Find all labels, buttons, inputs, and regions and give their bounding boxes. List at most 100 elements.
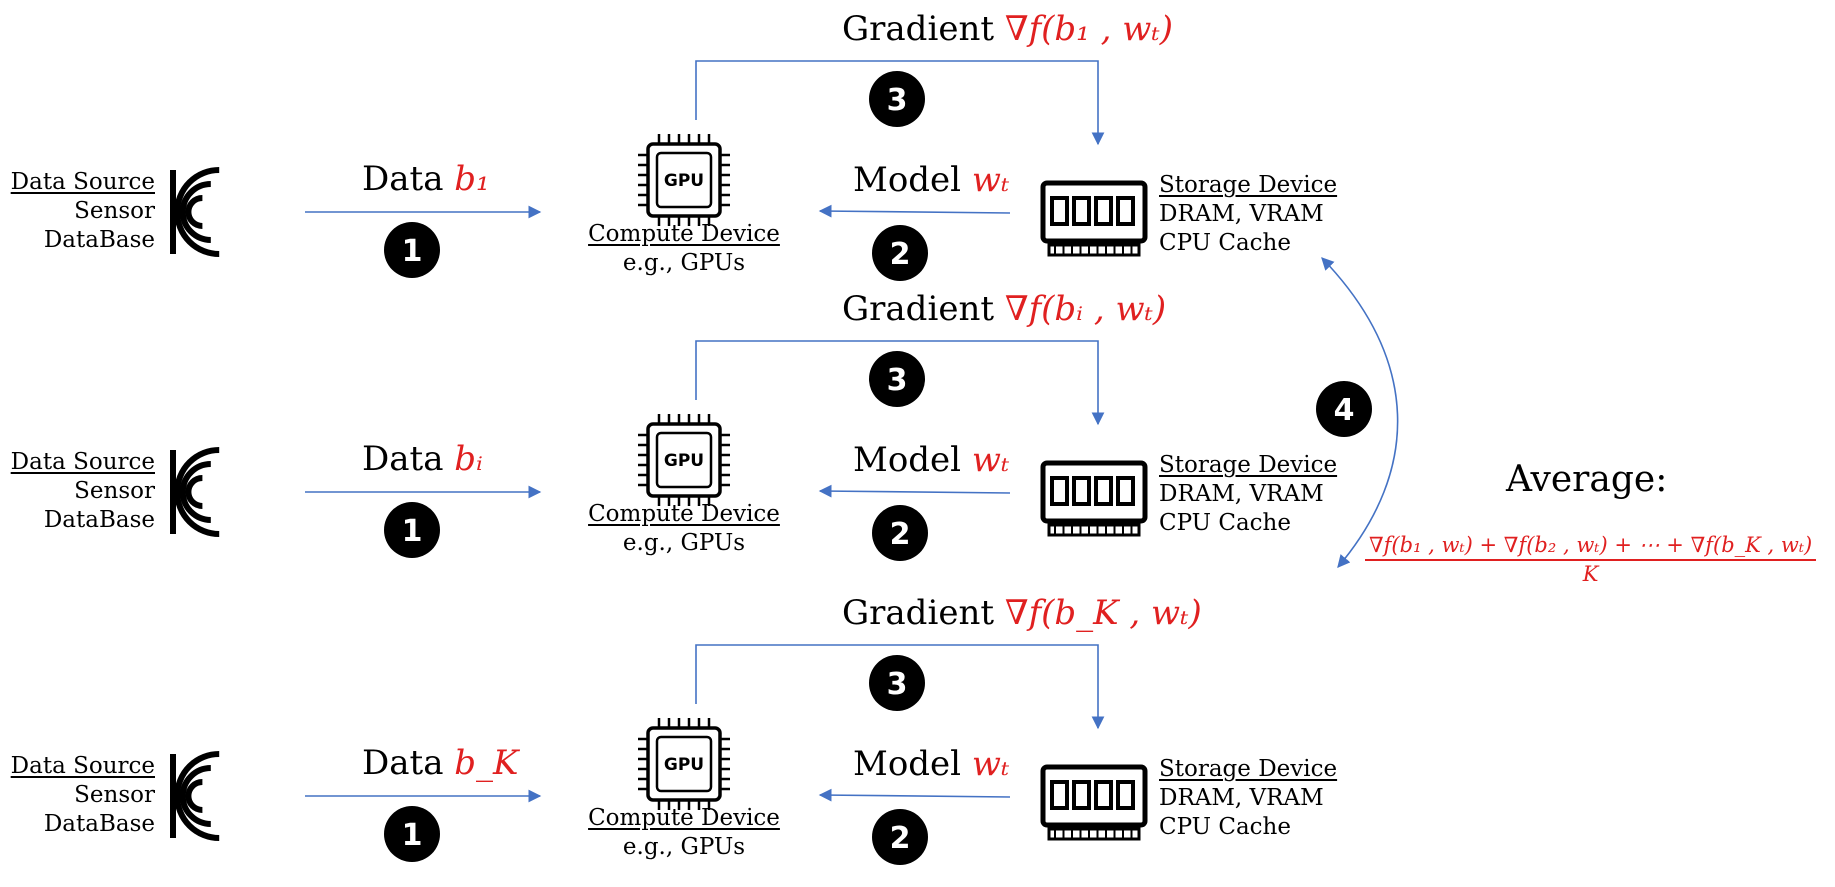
gradient-arrow: [695, 644, 1105, 730]
model-label: Model: [853, 160, 962, 200]
average-formula: ∇f(b₁ , wₜ) + ∇f(b₂ , wₜ) + ⋯ + ∇f(b_K ,…: [1365, 535, 1817, 586]
gpu-chip-text: GPU: [664, 171, 704, 191]
compute-device-label: Compute Device e.g., GPUs: [574, 220, 794, 278]
step-badge-3-number: 3: [887, 667, 908, 702]
gpu-chip-icon: GPU: [638, 134, 730, 226]
data-source-title: Data Source: [10, 753, 155, 779]
gradient-arrow: [695, 60, 1105, 146]
storage-device-type: DRAM, VRAM: [1159, 201, 1324, 227]
model-flow-label: Model wₜ: [853, 747, 1009, 781]
compute-device-subtitle: e.g., GPUs: [622, 834, 746, 860]
formula-denominator: K: [1582, 562, 1599, 586]
storage-device-type: CPU Cache: [1159, 510, 1291, 536]
data-label: Data: [362, 439, 444, 479]
step-badge-1: 1: [384, 806, 440, 862]
ram-module-icon: [1040, 764, 1148, 841]
data-label: Data: [362, 743, 444, 783]
model-arrow: [818, 788, 1011, 802]
data-flow-label: Data bᵢ: [362, 442, 483, 476]
step-badge-4: 4: [1316, 381, 1372, 437]
data-source-type: Sensor: [74, 478, 155, 504]
wireless-signal-icon: [170, 751, 220, 841]
storage-device-type: CPU Cache: [1159, 230, 1291, 256]
storage-device-title: Storage Device: [1159, 756, 1338, 782]
data-source-type: Sensor: [74, 198, 155, 224]
compute-device-subtitle: e.g., GPUs: [622, 250, 746, 276]
model-arrow: [818, 484, 1011, 498]
step-badge-2: 2: [872, 809, 928, 865]
data-label: Data: [362, 159, 444, 199]
gradient-label: Gradient: [842, 9, 995, 49]
ram-module-icon: [1040, 180, 1148, 257]
model-variable: wₜ: [971, 160, 1010, 200]
step-badge-3: 3: [869, 71, 925, 127]
compute-device-title: Compute Device: [588, 805, 780, 831]
step-badge-1-number: 1: [402, 234, 423, 269]
gradient-expression: ∇f(bᵢ , wₜ): [1004, 289, 1167, 329]
aggregation-arrow: [1321, 257, 1399, 568]
gradient-expression: ∇f(b₁ , wₜ): [1004, 9, 1173, 49]
storage-device-type: CPU Cache: [1159, 814, 1291, 840]
gradient-expression: ∇f(b_K , wₜ): [1004, 593, 1202, 633]
wireless-signal-icon: [170, 167, 220, 257]
data-source-type: DataBase: [43, 227, 155, 253]
compute-device-title: Compute Device: [588, 501, 780, 527]
step-badge-3: 3: [869, 655, 925, 711]
data-variable: b_K: [454, 743, 519, 783]
gradient-flow-label: Gradient ∇f(b₁ , wₜ): [842, 12, 1173, 46]
average-title: Average:: [1506, 459, 1668, 500]
data-source-type: DataBase: [43, 811, 155, 837]
step-badge-1: 1: [384, 222, 440, 278]
storage-device-title: Storage Device: [1159, 172, 1338, 198]
spacer: [443, 743, 454, 783]
gradient-arrow: [695, 340, 1105, 426]
spacer: [443, 439, 454, 479]
spacer: [961, 744, 972, 784]
wireless-signal-icon: [170, 447, 220, 537]
model-arrow: [818, 204, 1011, 218]
step-badge-2-number: 2: [890, 517, 911, 552]
step-badge-2-number: 2: [890, 821, 911, 856]
step-badge-2-number: 2: [890, 237, 911, 272]
model-label: Model: [853, 744, 962, 784]
data-source-type: Sensor: [74, 782, 155, 808]
storage-device-type: DRAM, VRAM: [1159, 481, 1324, 507]
spacer: [994, 593, 1005, 633]
model-flow-label: Model wₜ: [853, 163, 1009, 197]
data-flow-label: Data b_K: [362, 746, 518, 780]
gpu-chip-text: GPU: [664, 451, 704, 471]
step-badge-3-number: 3: [887, 363, 908, 398]
gradient-flow-label: Gradient ∇f(bᵢ , wₜ): [842, 292, 1166, 326]
compute-device-subtitle: e.g., GPUs: [622, 530, 746, 556]
storage-device-title: Storage Device: [1159, 452, 1338, 478]
gradient-flow-label: Gradient ∇f(b_K , wₜ): [842, 596, 1202, 630]
gpu-chip-icon: GPU: [638, 414, 730, 506]
step-badge-3: 3: [869, 351, 925, 407]
spacer: [994, 9, 1005, 49]
formula-numerator: ∇f(b₁ , wₜ) + ∇f(b₂ , wₜ) + ⋯ + ∇f(b_K ,…: [1365, 535, 1817, 561]
spacer: [961, 440, 972, 480]
spacer: [961, 160, 972, 200]
model-variable: wₜ: [971, 744, 1010, 784]
data-source-type: DataBase: [43, 507, 155, 533]
step-badge-1: 1: [384, 502, 440, 558]
gradient-label: Gradient: [842, 289, 995, 329]
model-variable: wₜ: [971, 440, 1010, 480]
data-variable: b₁: [454, 159, 490, 199]
data-flow-label: Data b₁: [362, 162, 490, 196]
compute-device-title: Compute Device: [588, 221, 780, 247]
gpu-chip-icon: GPU: [638, 718, 730, 810]
ram-module-icon: [1040, 460, 1148, 537]
model-label: Model: [853, 440, 962, 480]
step-badge-1-number: 1: [402, 514, 423, 549]
gpu-chip-text: GPU: [664, 755, 704, 775]
storage-device-type: DRAM, VRAM: [1159, 785, 1324, 811]
step-badge-1-number: 1: [402, 818, 423, 853]
